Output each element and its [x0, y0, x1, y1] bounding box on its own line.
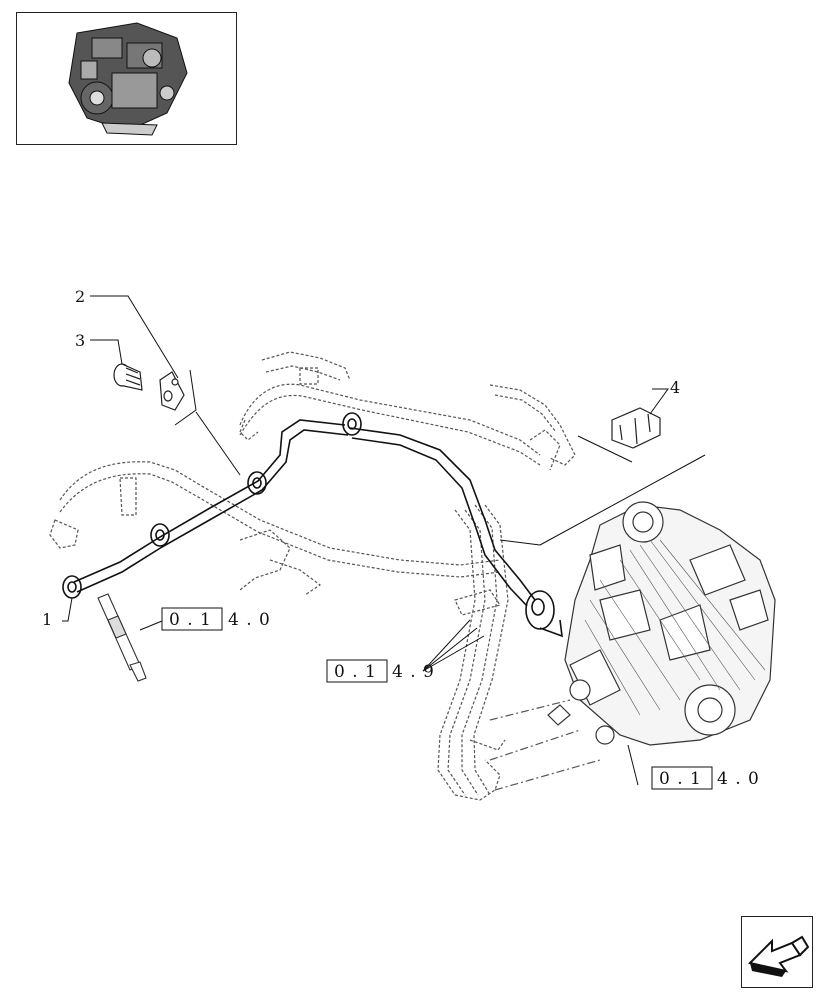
leak-off-pipe [62, 412, 563, 638]
leader-lines [62, 295, 706, 786]
reference-tag-2-boxed: 0 . 1 [334, 662, 377, 682]
next-page-arrow-icon[interactable] [741, 916, 813, 988]
reference-tag-3-boxed: 0 . 1 [659, 769, 702, 789]
banjo-screw [113, 363, 143, 391]
callout-2: 2 [75, 287, 85, 306]
injector-pipes-dashed [49, 351, 601, 801]
engine-thumbnail [16, 12, 237, 145]
reference-tag-1[interactable]: 0 . 1 4 . 0 [161, 607, 271, 631]
reference-tag-2[interactable]: 0 . 1 4 . 9 [326, 659, 435, 683]
injection-pump [547, 501, 776, 746]
reference-tag-1-rest: 4 . 0 [228, 610, 271, 630]
engine-thumbnail-icon [68, 22, 188, 136]
reference-tag-1-boxed: 0 . 1 [169, 610, 212, 630]
arrow-icon [748, 935, 810, 977]
callout-3: 3 [75, 331, 85, 350]
sealing-washer [159, 371, 185, 411]
reference-tag-3-rest: 4 . 0 [717, 769, 760, 789]
pump-hatching [584, 539, 766, 716]
injector [97, 593, 147, 682]
callout-1: 1 [42, 610, 52, 629]
callout-4: 4 [670, 378, 680, 397]
reference-tag-3[interactable]: 0 . 1 4 . 0 [651, 766, 760, 790]
reference-tag-2-rest: 4 . 9 [392, 662, 435, 682]
pipe-clip [611, 407, 661, 449]
